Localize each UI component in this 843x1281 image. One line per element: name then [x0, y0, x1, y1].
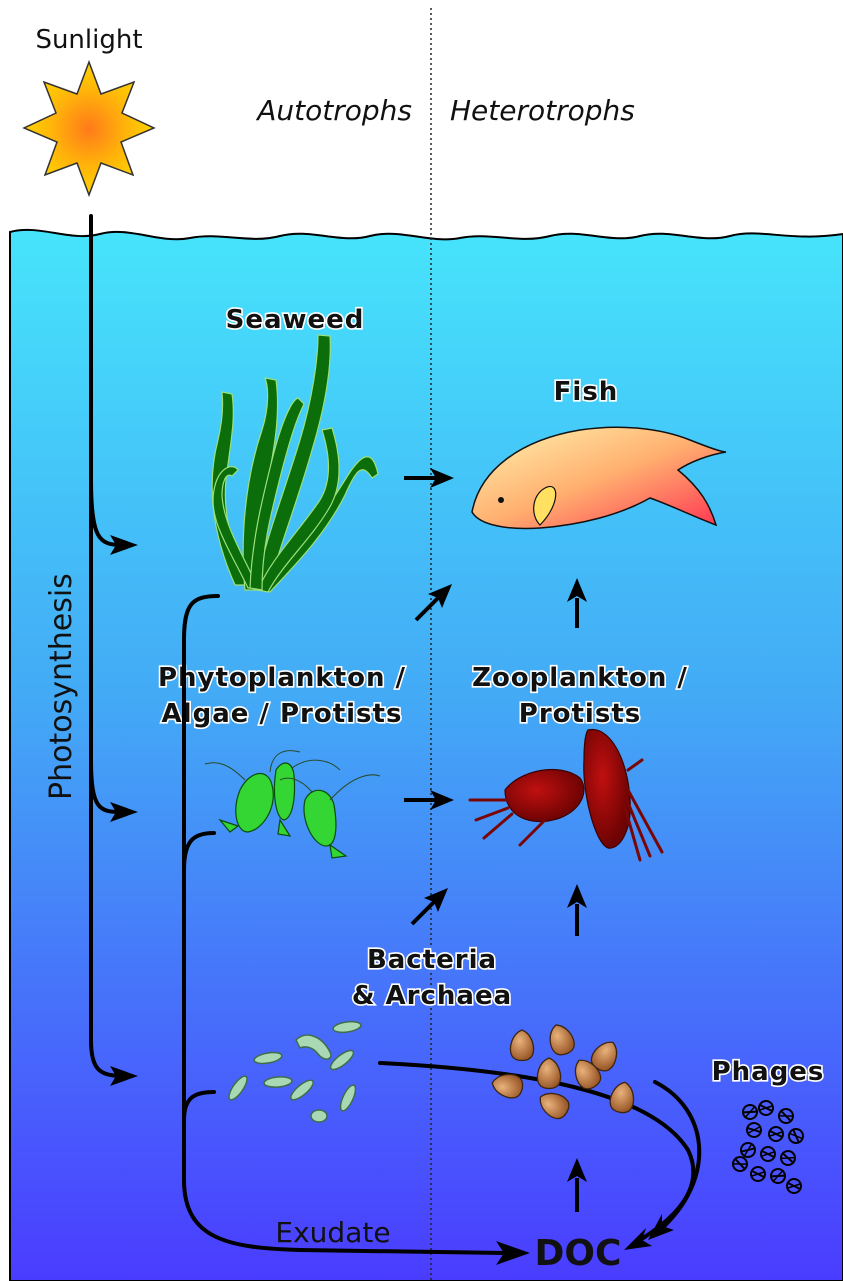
- autotrophs-label: Autotrophs: [255, 94, 412, 127]
- bacteria-label-line1: Bacteria: [367, 945, 497, 975]
- zooplankton-label-line1: Zooplankton /: [472, 663, 688, 693]
- photosynthesis-label: Photosynthesis: [44, 573, 79, 800]
- sunlight-label: Sunlight: [35, 25, 142, 55]
- zooplankton-label-line2: Protists: [519, 699, 641, 729]
- sun-icon: [24, 62, 154, 195]
- heterotrophs-label: Heterotrophs: [450, 94, 635, 127]
- doc-label: DOC: [535, 1233, 622, 1274]
- bacteria-label-line2: & Archaea: [352, 981, 512, 1011]
- phytoplankton-label-line2: Algae / Protists: [162, 699, 403, 729]
- ocean-water: [10, 230, 843, 1281]
- phytoplankton-label-line1: Phytoplankton /: [158, 663, 406, 693]
- exudate-label: Exudate: [275, 1216, 390, 1249]
- phages-label: Phages: [712, 1057, 825, 1087]
- fish-label: Fish: [554, 377, 619, 407]
- seaweed-label: Seaweed: [226, 305, 365, 335]
